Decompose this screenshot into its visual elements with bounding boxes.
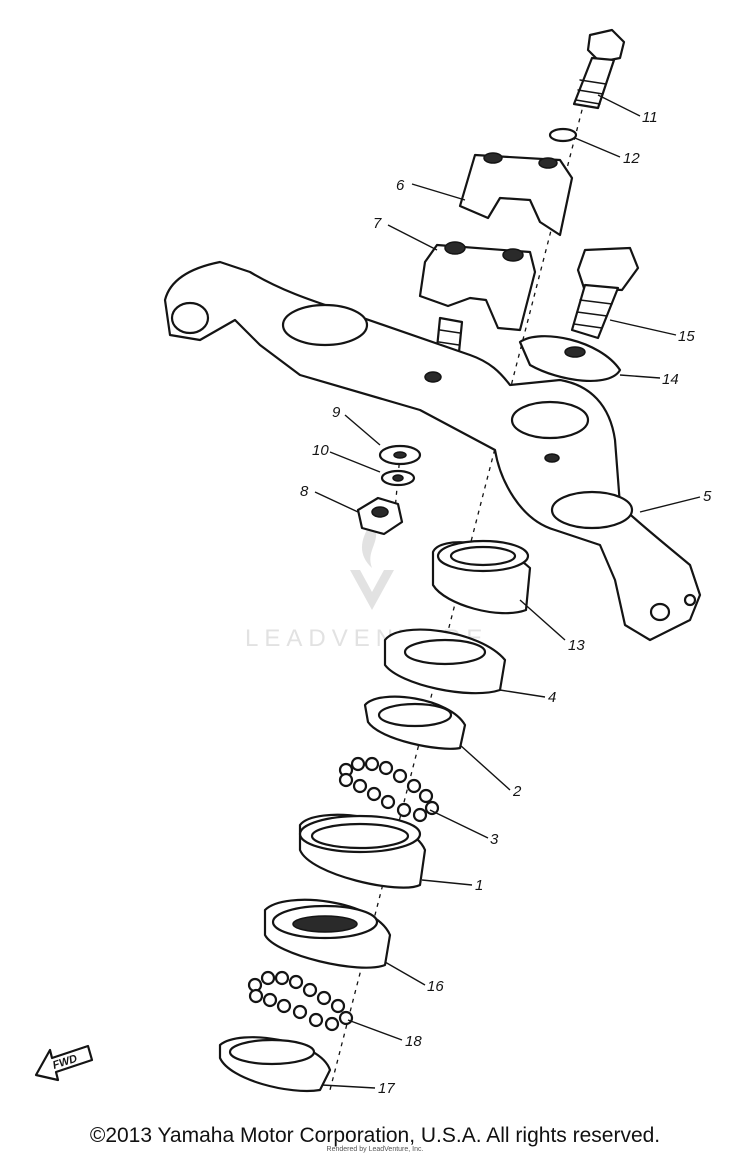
callout-6: 6: [396, 177, 405, 194]
callout-12: 12: [623, 150, 640, 167]
fwd-arrow-icon: FWD: [34, 1044, 94, 1082]
part-seal-17: [218, 1036, 332, 1092]
part-bolt-11: [572, 28, 626, 110]
callout-10: 10: [312, 442, 329, 459]
callout-4: 4: [548, 689, 556, 706]
render-credit: Rendered by LeadVenture, Inc.: [326, 1146, 424, 1153]
part-washer-14: [518, 335, 622, 382]
callout-14: 14: [662, 371, 679, 388]
callout-17: 17: [378, 1080, 395, 1097]
callout-3: 3: [490, 831, 499, 848]
copyright-notice: ©2013 Yamaha Motor Corporation, U.S.A. A…: [89, 1124, 661, 1147]
part-cover-4: [383, 628, 507, 695]
part-race-16: [263, 898, 392, 969]
part-washer-12: [548, 127, 578, 143]
part-bolt-15: [570, 246, 640, 340]
callout-9: 9: [332, 404, 341, 421]
part-handlebar-holder-6: [458, 152, 574, 237]
part-race-1: [298, 813, 427, 889]
callout-5: 5: [703, 488, 712, 505]
callout-13: 13: [568, 637, 585, 654]
callout-16: 16: [427, 978, 444, 995]
part-nut-8: [356, 496, 404, 536]
part-ball-bearing-18: [247, 970, 354, 1032]
callout-2: 2: [512, 783, 522, 800]
part-ring-nut-13: [431, 539, 532, 615]
callout-18: 18: [405, 1033, 422, 1050]
callout-1: 1: [475, 877, 483, 894]
part-ball-bearing-3: [338, 756, 440, 823]
callout-11: 11: [642, 109, 658, 126]
callout-7: 7: [373, 215, 382, 232]
part-steering-crown-5: [163, 260, 702, 642]
callout-15: 15: [678, 328, 695, 345]
part-race-2: [363, 695, 467, 750]
callout-8: 8: [300, 483, 309, 500]
